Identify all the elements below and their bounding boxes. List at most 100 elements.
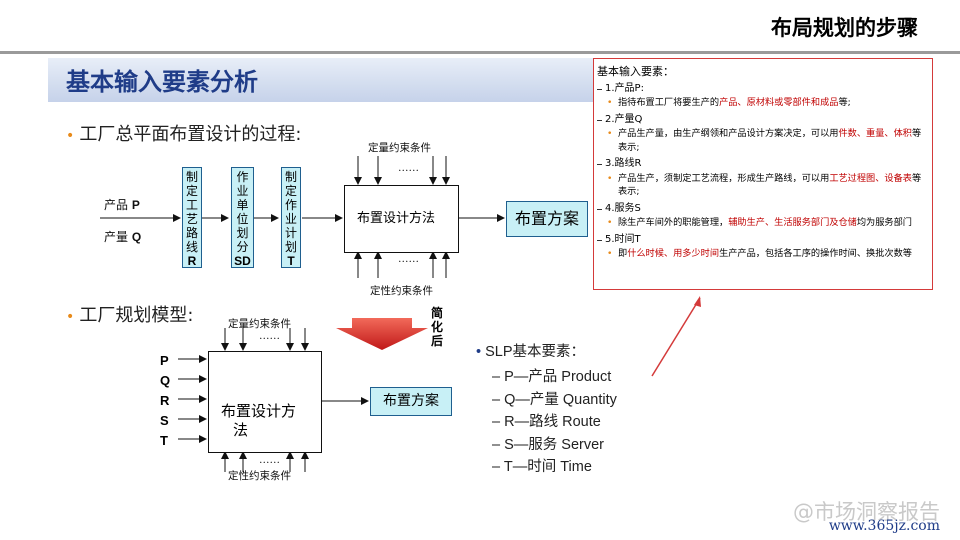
slp-item-time: – T—时间 Time: [492, 459, 592, 475]
box-char: 制: [284, 170, 297, 184]
bullet-dot-icon: •: [66, 309, 75, 325]
section-title: 基本输入要素分析: [66, 68, 258, 96]
panel-item-label: 5.时间T: [597, 233, 926, 247]
bullet-dot-icon: •: [66, 128, 75, 144]
highlight-text: 产品、原材料或零部件和成品: [719, 97, 839, 108]
panel-item-desc: 产品生产量，由生产纲领和产品设计方案决定，可以用件数、重量、体积等表示;: [597, 127, 926, 154]
box-char: 位: [236, 212, 249, 226]
desc-text: 产品生产量，由生产纲领和产品设计方案决定，可以用: [618, 128, 839, 139]
letter-t: T: [160, 433, 168, 448]
step-box-plan: 制 定 作 业 计 划 T: [281, 167, 301, 268]
model-input-letters: P Q R S T: [160, 351, 170, 451]
qual-constraint-label: 定性约束条件: [370, 285, 433, 297]
slp-item-quantity: – Q—产量 Quantity: [492, 391, 617, 408]
model-method-line2: 法: [233, 421, 249, 439]
input-product-tag: P: [131, 198, 140, 212]
box-char: 工: [185, 198, 198, 212]
box-char: 分: [236, 240, 249, 254]
simplify-char: 后: [431, 334, 444, 348]
box-char: 划: [284, 240, 297, 254]
highlight-text: 件数、重量、体积: [838, 128, 913, 139]
box-char: 制: [185, 170, 198, 184]
letter-r: R: [160, 393, 170, 408]
input-product: 产品 P: [104, 196, 140, 213]
model-quant-constraint: 定量约束条件: [228, 318, 291, 330]
input-quantity: 产量 Q: [104, 228, 141, 245]
slp-item-product: – P—产品 Product: [492, 369, 612, 385]
simplify-arrow-icon: [336, 318, 428, 350]
watermark: @市场洞察报告: [793, 500, 940, 524]
letter-p: P: [160, 353, 169, 368]
panel-items: 1.产品P:指待布置工厂将要生产的产品、原材料或零部件和成品等;2.产量Q产品生…: [597, 82, 926, 261]
step-box-route: 制 定 工 艺 路 线 R: [182, 167, 202, 268]
watermark-url: www.365jz.com: [828, 518, 940, 534]
slide-title: 布局规划的步骤: [771, 16, 918, 40]
slp-bullet-icon: •: [476, 344, 482, 360]
box-char: 划: [236, 226, 249, 240]
model-bullet-text: 工厂规划模型:: [79, 305, 194, 326]
input-quantity-tag: Q: [131, 230, 142, 244]
slp-items: – P—产品 Product – Q—产量 Quantity – R—路线 Ro…: [476, 366, 617, 479]
box-char: 计: [284, 226, 297, 240]
letter-q: Q: [160, 373, 171, 388]
desc-text: 即: [618, 248, 628, 259]
panel-item-label: 2.产量Q: [597, 113, 926, 127]
section-banner: [48, 58, 593, 102]
desc-text: 生产产品，包括各工序的操作时间、换批次数等: [719, 248, 912, 259]
panel-item-desc: 产品生产，须制定工艺流程，形成生产路线，可以用工艺过程图、设备表等表示;: [597, 172, 926, 199]
letter-s: S: [160, 413, 169, 428]
desc-text: 等表示;: [618, 172, 922, 198]
model-bullet: • 工厂规划模型:: [66, 301, 193, 327]
quant-constraint-label: 定量约束条件: [368, 142, 431, 154]
model-method-line1: 布置设计方: [221, 402, 297, 420]
input-product-label: 产品: [104, 198, 129, 212]
box-char: 定: [185, 184, 198, 198]
box-tag: T: [287, 254, 295, 268]
layout-method-label: 布置设计方法: [357, 211, 436, 226]
desc-text: 等;: [838, 97, 851, 108]
model-qual-constraint: 定性约束条件: [228, 470, 291, 482]
panel-item-desc: 指待布置工厂将要生产的产品、原材料或零部件和成品等;: [597, 96, 926, 110]
slp-heading: • SLP基本要素：: [476, 340, 617, 361]
desc-text: 除生产车间外的职能管理，: [618, 217, 729, 228]
box-tag: SD: [234, 254, 251, 268]
slp-item-route: – R—路线 Route: [492, 414, 601, 430]
box-char: 定: [284, 184, 297, 198]
slp-list: • SLP基本要素： – P—产品 Product – Q—产量 Quantit…: [476, 340, 617, 479]
box-char: 作: [284, 198, 297, 212]
slp-item-service: – S—服务 Server: [492, 436, 604, 453]
step-box-unit: 作 业 单 位 划 分 SD: [231, 167, 254, 268]
box-char: 业: [284, 212, 297, 226]
process-bullet: • 工厂总平面布置设计的过程:: [66, 120, 301, 146]
box-char: 业: [236, 184, 249, 198]
desc-text: 产品生产，须制定工艺流程，形成生产路线，可以用: [618, 172, 830, 184]
layout-plan-box: 布置方案: [506, 201, 588, 237]
panel-title: 基本输入要素：: [597, 65, 674, 78]
highlight-text: 工艺过程图、设备表: [829, 172, 912, 184]
simplify-char: 化: [431, 320, 444, 334]
box-tag: R: [187, 254, 197, 268]
desc-text: 均为服务部门: [856, 217, 912, 228]
box-char: 作: [236, 170, 249, 184]
layout-method-box: 布置设计方法: [344, 185, 459, 253]
desc-text: 等表示;: [618, 128, 922, 153]
panel-item-desc: 除生产车间外的职能管理，辅助生产、生活服务部门及仓储均为服务部门: [597, 216, 926, 230]
slp-heading-text: SLP基本要素：: [485, 344, 586, 360]
box-char: 路: [185, 226, 198, 240]
desc-text: 指待布置工厂将要生产的: [618, 97, 720, 108]
simplify-char: 简: [431, 306, 444, 320]
simplify-label: 简 化 后: [431, 306, 443, 348]
panel-item-desc: 即什么时候、用多少时间生产产品，包括各工序的操作时间、换批次数等: [597, 247, 926, 261]
basic-elements-panel: 基本输入要素： 1.产品P:指待布置工厂将要生产的产品、原材料或零部件和成品等;…: [593, 58, 933, 290]
input-quantity-label: 产量: [104, 230, 129, 244]
highlight-text: 什么时候、用多少时间: [627, 248, 720, 259]
box-char: 单: [236, 198, 249, 212]
panel-item-label: 3.路线R: [597, 157, 926, 171]
process-bullet-text: 工厂总平面布置设计的过程:: [79, 124, 302, 145]
model-top-ellipsis: ……: [259, 330, 280, 342]
highlight-text: 辅助生产、生活服务部门及仓储: [728, 217, 857, 228]
model-plan-box: 布置方案: [370, 387, 452, 416]
panel-item-label: 1.产品P:: [597, 82, 926, 96]
panel-item-label: 4.服务S: [597, 202, 926, 216]
